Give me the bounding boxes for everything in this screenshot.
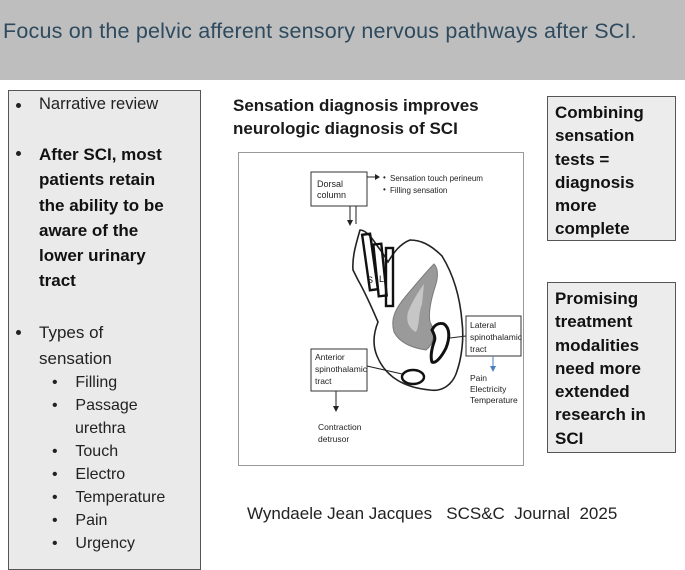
sensation-item: • Temperature — [52, 489, 166, 506]
anterior-tract-ellipse — [400, 368, 426, 386]
sensation-list: • Filling • Passage urethra • Touch • El… — [52, 371, 165, 555]
types-line: sensation — [39, 349, 112, 368]
sensation-label: Filling — [75, 374, 118, 391]
sensation-item: • Electro — [52, 466, 126, 483]
box-line: more — [555, 196, 597, 216]
spinal-cord-outline — [352, 229, 464, 392]
anterior-output: detrusor — [318, 434, 349, 444]
heading-line: neurologic diagnosis of SCI — [233, 119, 458, 138]
column-letter-l: L — [379, 274, 384, 284]
spinal-cord-diagram: S L Dorsal column • Sensation touch peri… — [238, 152, 524, 466]
lateral-output: Temperature — [470, 395, 518, 405]
box-line: sensation — [555, 126, 635, 146]
dorsal-note: • — [383, 173, 386, 182]
box-line: complete — [555, 219, 630, 239]
item-narrative-review: Narrative review — [39, 95, 159, 113]
finding-line: After SCI, most — [39, 145, 162, 164]
anterior-tract-label: Anterior — [315, 352, 345, 362]
sensation-label: Electro — [75, 466, 126, 483]
sensation-item: • Passage — [52, 397, 138, 414]
anterior-tract-label: tract — [315, 376, 332, 386]
box-line: tests = — [555, 149, 610, 169]
box-line: modalities — [555, 335, 640, 355]
bullet-dot — [16, 103, 21, 108]
item-types-of-sensation: Types of sensation — [39, 320, 112, 372]
box-line: SCI — [555, 428, 584, 448]
anterior-tract-box — [310, 348, 368, 392]
box-line: Promising — [555, 289, 639, 308]
item-main-finding: After SCI, most patients retain the abil… — [39, 142, 164, 294]
sensation-label: Pain — [75, 512, 108, 529]
sensation-item: • Filling — [52, 374, 118, 391]
lateral-tract-ring — [429, 322, 451, 364]
types-line: Types of — [39, 323, 104, 342]
diagram-svg: S L Dorsal column • Sensation touch peri… — [310, 171, 523, 444]
lateral-tract-label: Lateral — [470, 320, 496, 330]
anterior-output: Contraction — [318, 422, 362, 432]
sensation-label: Urgency — [75, 535, 135, 552]
bullet-dot — [16, 330, 21, 335]
sensation-label: urethra — [75, 420, 126, 437]
box-line: treatment — [555, 312, 633, 332]
finding-line: aware of the — [39, 220, 139, 240]
dorsal-note: Sensation touch perineum — [390, 174, 483, 183]
lateral-tract-label: tract — [470, 344, 487, 354]
section-heading: Sensation diagnosis improves neurologic … — [233, 94, 533, 140]
dorsal-column-rect — [371, 242, 389, 298]
finding-line: tract — [39, 271, 76, 291]
box-line: need more — [555, 358, 641, 378]
lateral-tract-label: spinothalamic — [470, 332, 523, 342]
finding-line: patients retain — [39, 170, 156, 190]
right-box-combining: Combining sensation tests = diagnosis mo… — [547, 96, 676, 241]
lateral-output: Electricity — [470, 384, 507, 394]
box-line: diagnosis — [555, 172, 635, 192]
sensation-item: • Touch — [52, 443, 119, 460]
dorsal-note: • — [383, 185, 386, 194]
lateral-output: Pain — [470, 373, 487, 383]
sensation-item: urethra — [52, 417, 165, 440]
anterior-tract-label: spinothalamic — [315, 364, 368, 374]
finding-line: the ability to be — [39, 195, 164, 215]
sensation-label: Temperature — [75, 489, 166, 506]
right-box-promising: Promising treatment modalities need more… — [547, 282, 676, 453]
dorsal-column-box — [310, 171, 368, 207]
sensation-item: • Pain — [52, 512, 108, 529]
sensation-label: Touch — [75, 443, 119, 460]
dorsal-note: Filling sensation — [390, 186, 447, 195]
dorsal-column-rect — [384, 246, 395, 308]
citation: Wyndaele Jean Jacques SCS&C Journal 2025 — [247, 504, 618, 523]
finding-line: lower urinary — [39, 246, 146, 266]
left-panel — [8, 90, 201, 570]
column-letter-s: S — [367, 275, 373, 285]
dorsal-column-label: Dorsal — [317, 179, 343, 189]
page-title: Focus on the pelvic afferent sensory ner… — [3, 19, 637, 43]
box-line: Combining — [555, 103, 644, 122]
sensation-label: Passage — [75, 397, 138, 414]
box-line: research in — [555, 405, 646, 425]
heading-line: Sensation diagnosis improves — [233, 96, 479, 115]
title-bar: Focus on the pelvic afferent sensory ner… — [0, 0, 685, 80]
bullet-dot — [16, 151, 21, 156]
dorsal-column-label: column — [317, 190, 346, 200]
box-line: extended — [555, 382, 630, 402]
sensation-item: • Urgency — [52, 535, 135, 552]
